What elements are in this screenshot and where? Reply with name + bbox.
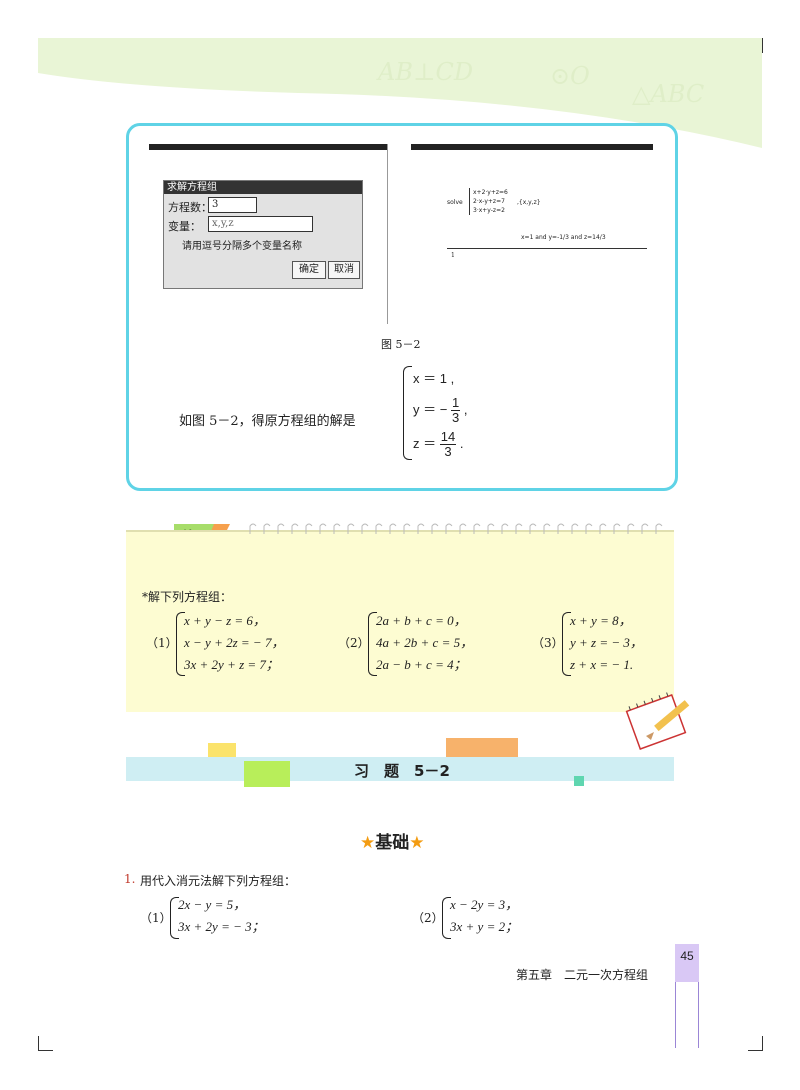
example-frame: 求解方程组 方程数： 3 变量： x,y,z 请用逗号分隔多个变量名称 确定 取… <box>126 123 678 491</box>
ok-button[interactable]: 确定 <box>292 261 326 279</box>
deco-square-orange <box>446 738 518 758</box>
exercise-label-2: （2） <box>412 911 444 925</box>
count-label: 方程数： <box>168 201 212 214</box>
deco-circle: ⊙O <box>550 62 590 90</box>
question-number-1: 1. <box>124 872 136 886</box>
exercise-label-1: （1） <box>140 911 172 925</box>
solution-brace <box>403 366 412 460</box>
result-divider <box>447 248 647 249</box>
practice-label-1: （1） <box>146 636 178 650</box>
practice-brace-1 <box>176 612 185 676</box>
dialog-hint: 请用逗号分隔多个变量名称 <box>182 241 302 252</box>
crop-mark-bottom-left <box>38 1036 53 1051</box>
deco-square-teal <box>574 776 584 786</box>
exercise-brace-2 <box>442 897 451 939</box>
var-input[interactable]: x,y,z <box>208 216 313 232</box>
practice-label-2: （2） <box>338 636 370 650</box>
var-label: 变量： <box>168 220 201 233</box>
calculator-screen-result: solve x+2·y+z=6 2·x-y+z=7 3·x+y-z=2 ,{x,… <box>411 144 653 324</box>
practice-label-3: （3） <box>532 636 564 650</box>
solve-dialog: 求解方程组 方程数： 3 变量： x,y,z 请用逗号分隔多个变量名称 确定 取… <box>163 180 363 289</box>
practice-system-2: 2a + b + c = 0， 4a + 2b + c = 5， 2a − b … <box>376 613 474 672</box>
count-input[interactable]: 3 <box>208 197 257 213</box>
practice-system-1: x + y − z = 6， x − y + 2z = − 7， 3x + 2y… <box>184 613 285 672</box>
exercise-system-2: x − 2y = 3， 3x + y = 2； <box>450 897 519 934</box>
cancel-button[interactable]: 取消 <box>328 261 360 279</box>
banner-shape <box>38 38 762 148</box>
question-text-1: 用代入消元法解下列方程组： <box>140 874 297 888</box>
page-tab-rule <box>675 944 699 1048</box>
dialog-title: 求解方程组 <box>164 181 362 194</box>
deco-perpendicular: AB⊥CD <box>378 58 474 86</box>
page-number: 45 <box>675 944 699 982</box>
star-icon-left: ★ <box>360 833 376 853</box>
exercise-system-1: 2x − y = 5， 3x + 2y = − 3； <box>178 897 265 934</box>
chapter-footer: 第五章 二元一次方程组 <box>516 968 649 982</box>
notebook-pencil-icon <box>625 692 690 750</box>
header-banner: AB⊥CD ⊙O △ABC <box>38 38 762 148</box>
practice-brace-2 <box>368 612 377 676</box>
practice-system-3: x + y = 8， y + z = − 3， z + x = − 1. <box>570 613 643 672</box>
notebook-rings <box>249 523 663 534</box>
crop-mark-bottom-right <box>748 1036 763 1051</box>
exercise-title: 习 题 5－2 <box>354 762 450 780</box>
deco-triangle: △ABC <box>632 80 705 108</box>
basic-heading: ★基础★ <box>360 833 425 853</box>
screen-toolbar <box>149 144 387 150</box>
calculator-screen-dialog: 求解方程组 方程数： 3 变量： x,y,z 请用逗号分隔多个变量名称 确定 取… <box>149 144 388 324</box>
screen-toolbar-right <box>411 144 653 150</box>
practice-brace-3 <box>562 612 571 676</box>
exercise-brace-1 <box>170 897 179 939</box>
figure-caption: 图 5－2 <box>381 338 421 351</box>
solution-intro: 如图 5－2，得原方程组的解是 <box>179 414 356 429</box>
result-prompt: 1 <box>451 252 455 259</box>
deco-square-green <box>244 761 290 787</box>
solve-result: x=1 and y=-1/3 and z=14/3 <box>521 234 606 241</box>
star-icon-right: ★ <box>409 833 425 853</box>
solution-x: x ＝ 1 , <box>413 371 455 386</box>
practice-box: *解下列方程组： （1） x + y − z = 6， x − y + 2z =… <box>126 523 674 712</box>
practice-instruction: *解下列方程组： <box>142 590 233 604</box>
